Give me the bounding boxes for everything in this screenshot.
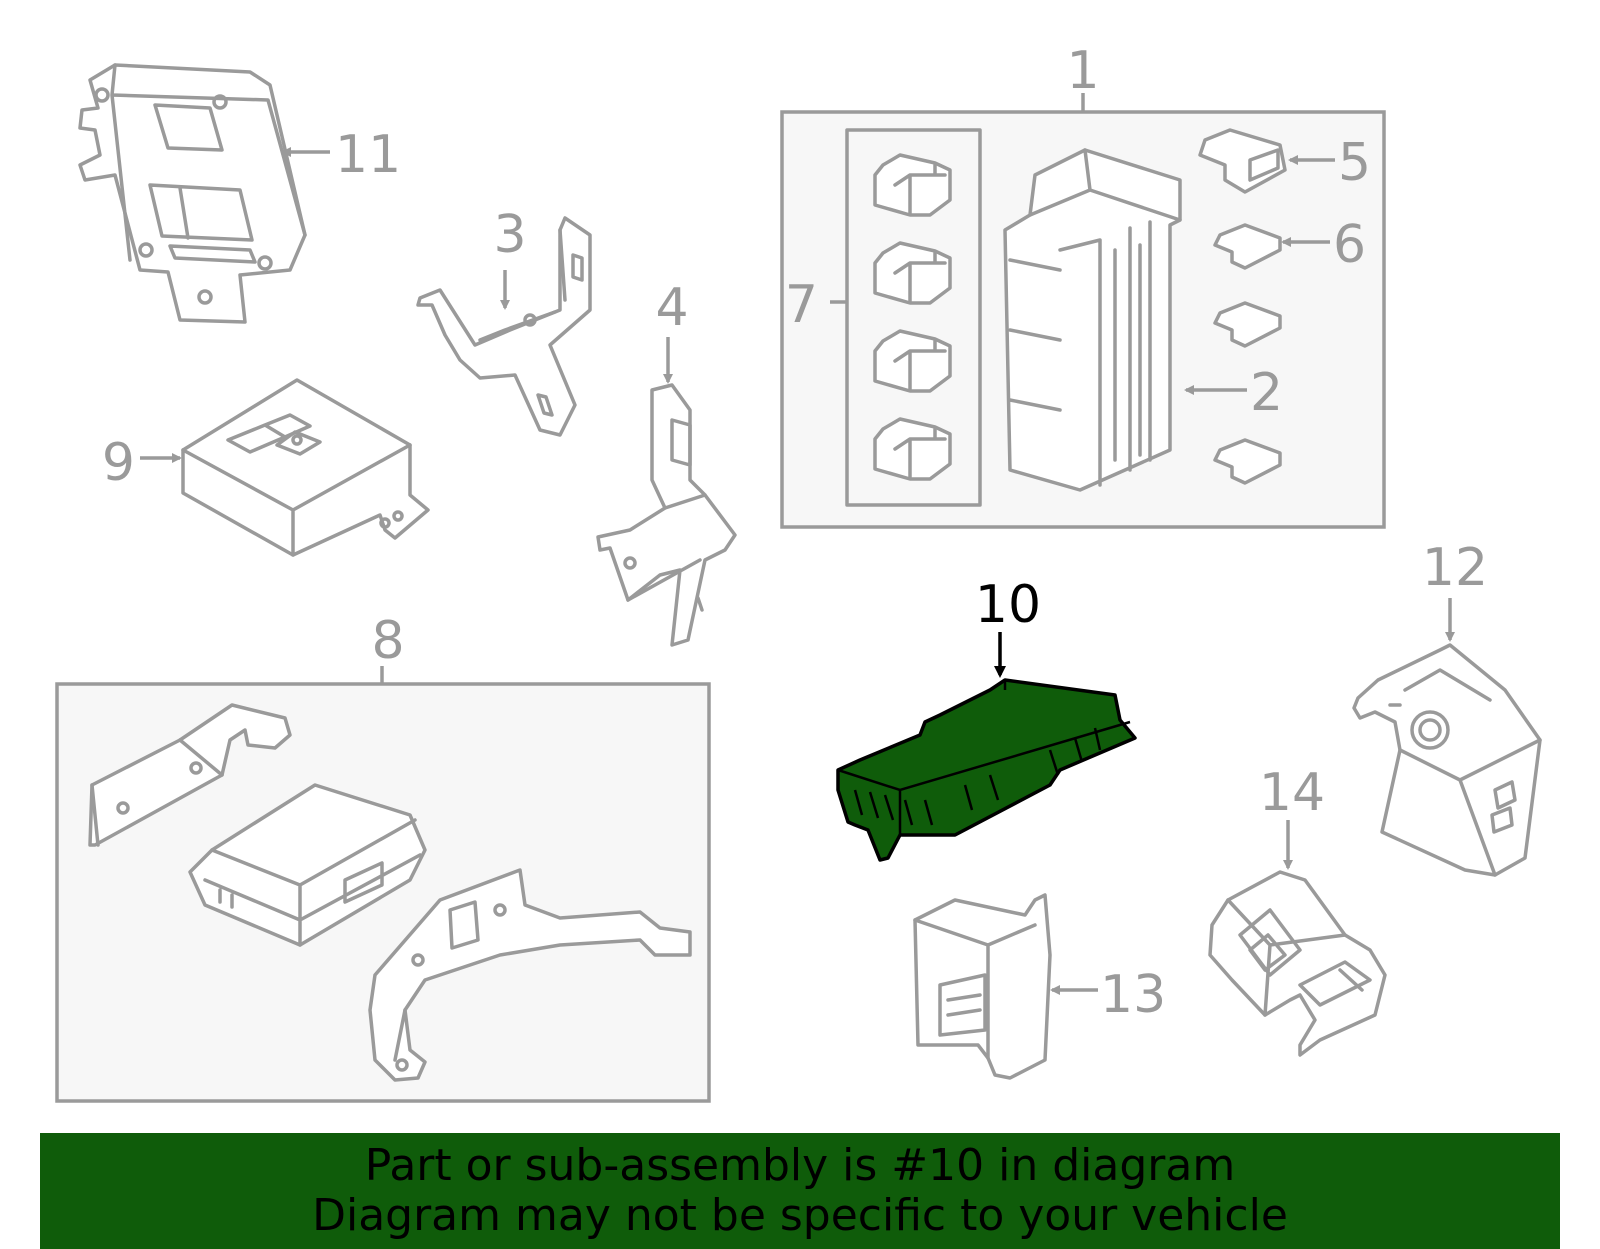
part-5-fuse: 5 (1198, 128, 1371, 194)
callout-7: 7 (785, 275, 818, 335)
banner-line-2: Diagram may not be specific to your vehi… (312, 1190, 1288, 1241)
callout-4: 4 (655, 278, 688, 338)
part-6-fuse: 6 (1213, 215, 1366, 275)
part-8-module (188, 783, 427, 947)
callout-5: 5 (1338, 133, 1371, 193)
callout-10: 10 (975, 575, 1041, 635)
callout-8: 8 (371, 611, 404, 671)
callout-14: 14 (1259, 763, 1325, 823)
fuse-small-a (1213, 301, 1282, 348)
callout-13: 13 (1100, 965, 1166, 1025)
info-banner: Part or sub-assembly is #10 in diagram D… (40, 1133, 1560, 1249)
part-3-bracket: 3 (416, 205, 592, 437)
part-9-module: 9 (102, 378, 430, 557)
callout-3: 3 (493, 205, 526, 265)
callout-9: 9 (102, 433, 135, 493)
part-10-highlighted-module: 10 (836, 575, 1137, 862)
part-11-module: 11 (78, 63, 401, 324)
callout-12: 12 (1422, 538, 1488, 598)
banner-line-1: Part or sub-assembly is #10 in diagram (364, 1140, 1236, 1191)
callout-6: 6 (1333, 215, 1366, 275)
callout-2: 2 (1250, 363, 1283, 423)
part-12-module: 12 (1352, 538, 1542, 877)
part-8-bracket-a (88, 703, 292, 847)
part-14-switch: 14 (1208, 763, 1387, 1057)
callout-1: 1 (1066, 41, 1099, 101)
fuse-small-b (1213, 438, 1282, 485)
callout-11: 11 (335, 125, 401, 185)
part-8-bracket-b (368, 868, 692, 1082)
part-2-fuse-block: 2 (1003, 148, 1283, 492)
part-13-module: 13 (913, 893, 1166, 1080)
part-4-bracket: 4 (596, 278, 737, 647)
part-7-relays (873, 153, 952, 481)
